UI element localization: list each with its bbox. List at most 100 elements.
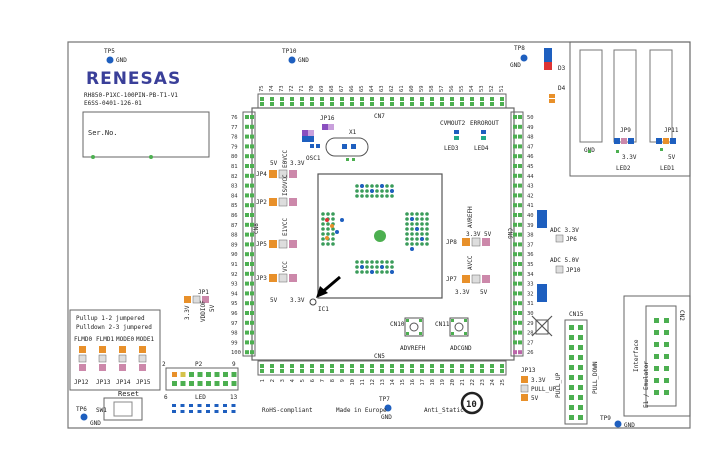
jp6-pad[interactable] (555, 234, 564, 243)
led (214, 404, 219, 407)
led (197, 404, 202, 407)
pin-number: 79 (231, 144, 238, 150)
jumper-jp8[interactable]: JP8 (446, 237, 490, 247)
reset-switch[interactable] (103, 397, 143, 421)
pin-pad (180, 372, 186, 377)
pin-pad (490, 364, 494, 368)
pin-number: 65 (359, 85, 365, 92)
tp7-net: GND (381, 414, 392, 421)
pin-pad (250, 183, 254, 188)
pin-pad (578, 375, 583, 380)
ic-contact (425, 232, 429, 236)
pin-pad (245, 311, 249, 315)
jumper-pad[interactable] (118, 354, 127, 363)
crystal-x1 (325, 137, 369, 157)
pin-pad (250, 173, 254, 178)
ic-contact (355, 189, 359, 193)
jumper-pad[interactable] (79, 346, 86, 353)
pin-pad (578, 385, 583, 390)
v5-label-top: 5V (270, 160, 278, 167)
pin-pad (245, 242, 249, 247)
jumper-jp2[interactable]: JP2 (256, 197, 297, 207)
pin-pad (300, 364, 304, 368)
pin-pad (189, 381, 194, 386)
jumper-pad[interactable] (99, 364, 106, 371)
jp8-label: JP8 (446, 239, 457, 246)
pin-pad (300, 369, 304, 373)
pin-pad (569, 335, 574, 340)
pin-number: 97 (231, 321, 238, 327)
jumper-pad[interactable] (119, 364, 126, 371)
ic-contact (370, 184, 374, 188)
ic1-socket (317, 173, 443, 299)
jumper-pad[interactable] (119, 346, 126, 353)
pin-pad (214, 372, 220, 377)
ic-contact (375, 270, 379, 274)
pin-pad (350, 369, 354, 373)
jumper-pad[interactable] (138, 354, 147, 363)
tp6-label: TP6 (76, 406, 87, 413)
mode1-label: MODE1 (136, 336, 154, 343)
pin-pad (410, 97, 414, 101)
weee-symbol (531, 315, 553, 337)
ic-contact (420, 242, 424, 246)
pin-number: 81 (231, 164, 238, 170)
jumper-jp5[interactable]: JP5 (256, 239, 297, 249)
pin-pad (250, 115, 254, 119)
pin-number: 91 (231, 262, 238, 268)
jumper-jp3[interactable]: JP3 (256, 273, 297, 283)
pin-pad (370, 97, 374, 101)
pin-pad (490, 97, 494, 101)
reset-label: Reset (118, 390, 139, 398)
pin-pad (654, 318, 659, 323)
cn15-header (564, 319, 588, 425)
jp9-label: JP9 (620, 127, 631, 134)
pin-pad (310, 97, 314, 101)
pin-pad (250, 154, 254, 159)
pin-pad (664, 354, 669, 359)
button-cn10[interactable]: CN10 ADVREFH (390, 317, 426, 352)
jp10-pad[interactable] (555, 265, 564, 274)
pin-number: 9 (340, 379, 346, 382)
anti-static-label: Anti_Static (424, 407, 464, 414)
cvmout2-label: CVMOUT2 (440, 120, 466, 127)
boot-jumpers[interactable] (78, 346, 147, 371)
isovcc-label: ISOVCC (282, 174, 289, 196)
pin-pad (460, 97, 464, 101)
pin-number: 98 (231, 331, 238, 337)
pin-pad (245, 262, 249, 266)
jumper-pad[interactable] (139, 364, 146, 371)
button-cn11[interactable]: CN11 ADCGND (435, 317, 472, 352)
jumper-pad[interactable] (79, 364, 86, 371)
pin-pad (460, 102, 464, 106)
pin-number: 59 (419, 85, 425, 92)
pin-pad (245, 301, 249, 306)
pin-pad (245, 222, 249, 227)
ic-contact (326, 227, 330, 231)
tp9-net: GND (624, 422, 635, 429)
jumper-jp4[interactable]: JP4 (256, 169, 297, 179)
ic-contact (420, 232, 424, 236)
x1-label: X1 (349, 129, 357, 136)
jumper-pad[interactable] (78, 354, 87, 363)
pin-number: 87 (231, 223, 238, 229)
ic-contact (385, 270, 389, 274)
p2-pins (172, 372, 237, 386)
pin-pad (470, 369, 474, 373)
jumper-pad[interactable] (98, 354, 107, 363)
recycle-number: 10 (466, 400, 477, 410)
pin-pad (470, 102, 474, 106)
v33-label-jp13: 3.3V (531, 377, 546, 384)
pin-pad (250, 164, 254, 168)
pin-number: 48 (527, 135, 534, 141)
jumper-pad[interactable] (139, 346, 146, 353)
d4-label: D4 (558, 85, 566, 92)
ic-contact (331, 227, 335, 231)
jumper-pad[interactable] (99, 346, 106, 353)
ic-contact (321, 217, 325, 221)
jumper-jp1[interactable]: JP1 (184, 289, 209, 304)
pin-pad (518, 232, 522, 237)
jumper-jp7[interactable]: JP7 (446, 274, 490, 284)
jp10-label: JP10 (566, 267, 581, 274)
